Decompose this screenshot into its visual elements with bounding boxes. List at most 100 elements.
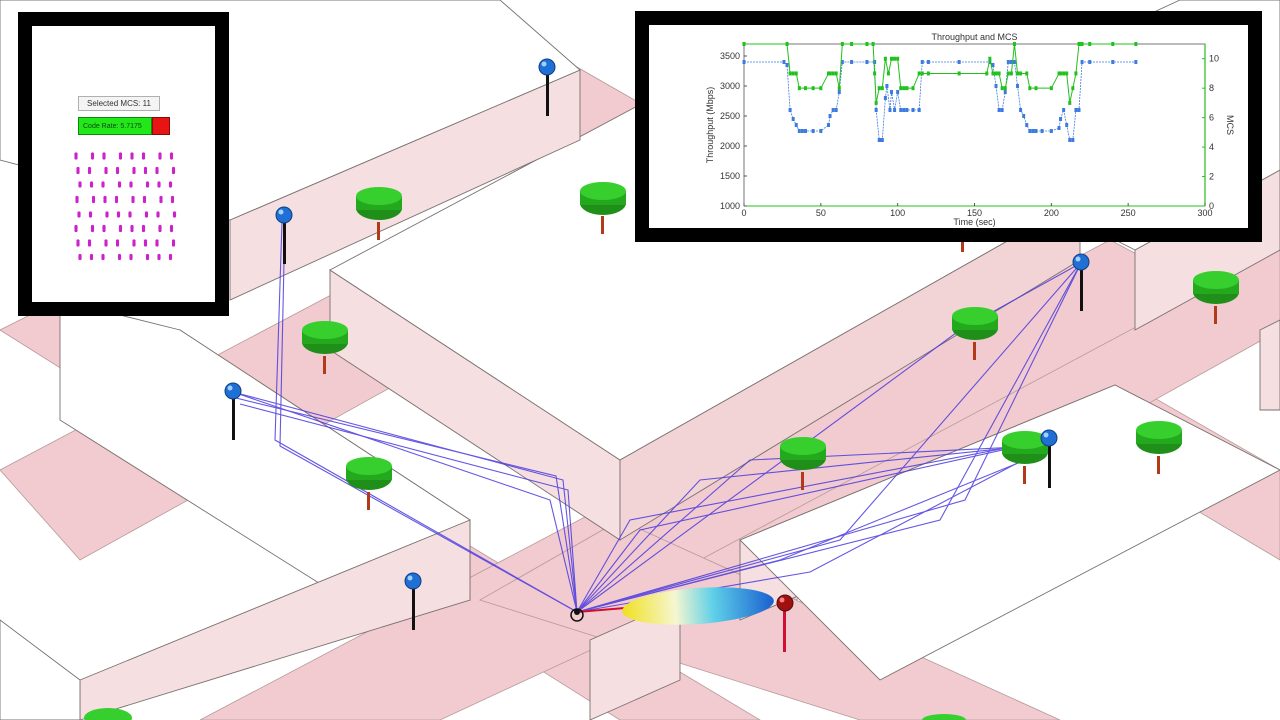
mcs-point bbox=[926, 71, 930, 76]
building-side bbox=[1259, 319, 1280, 411]
constellation-point bbox=[101, 183, 105, 187]
constellation-point bbox=[170, 198, 175, 203]
throughput-point bbox=[788, 108, 792, 112]
mcs-point bbox=[873, 71, 877, 76]
y2-tick-label: 6 bbox=[1209, 113, 1214, 123]
throughput-point bbox=[1025, 123, 1029, 127]
constellation-point bbox=[88, 213, 93, 217]
pin-blue bbox=[275, 206, 293, 264]
mcs-point bbox=[1059, 71, 1063, 76]
mcs-point bbox=[985, 71, 989, 76]
mcs-point bbox=[997, 71, 1001, 76]
constellation-point bbox=[90, 225, 95, 230]
y-tick-label: 2500 bbox=[720, 111, 740, 121]
y-tick-label: 3500 bbox=[720, 51, 740, 61]
constellation-point bbox=[131, 195, 135, 200]
mcs-point bbox=[988, 56, 992, 61]
throughput-point bbox=[1034, 129, 1038, 133]
tree bbox=[302, 321, 348, 374]
throughput-point bbox=[1071, 138, 1075, 142]
mcs-point bbox=[1057, 71, 1061, 76]
y-tick-label: 3000 bbox=[720, 81, 740, 91]
mcs-point bbox=[1003, 86, 1007, 91]
mcs-point bbox=[893, 56, 897, 61]
throughput-point bbox=[1031, 129, 1035, 133]
constellation-point bbox=[115, 243, 120, 247]
constellation-point bbox=[117, 255, 122, 260]
throughput-point bbox=[1134, 60, 1138, 64]
mcs-point bbox=[886, 71, 890, 76]
mcs-point bbox=[1062, 71, 1066, 76]
throughput-point bbox=[1003, 90, 1007, 94]
constellation-point bbox=[74, 156, 78, 160]
constellation-point bbox=[142, 195, 147, 200]
tree bbox=[1193, 271, 1239, 324]
constellation-point bbox=[171, 243, 176, 247]
mcs-point bbox=[1049, 86, 1053, 91]
constellation-point bbox=[118, 156, 123, 160]
mcs-point bbox=[874, 100, 878, 105]
x-tick-label: 50 bbox=[816, 208, 826, 218]
mcs-info-panel: Selected MCS: 11 Code Rate: 5.7175 bbox=[18, 12, 229, 316]
throughput-point bbox=[819, 129, 823, 133]
throughput-point bbox=[1080, 60, 1084, 64]
throughput-point bbox=[865, 60, 869, 64]
throughput-point bbox=[834, 108, 838, 112]
constellation-point bbox=[169, 153, 174, 157]
pin-blue bbox=[1040, 429, 1058, 488]
building-top bbox=[739, 384, 1280, 681]
throughput-point bbox=[811, 129, 815, 133]
constellation-point bbox=[168, 183, 173, 187]
code-rate-bar: Code Rate: 5.7175 bbox=[78, 117, 170, 135]
mcs-point bbox=[811, 86, 815, 91]
constellation-point bbox=[158, 225, 162, 230]
throughput-point bbox=[997, 108, 1001, 112]
pin-red-stem bbox=[783, 606, 786, 652]
pin-blue bbox=[404, 572, 422, 630]
mcs-point bbox=[1025, 71, 1029, 76]
constellation-point bbox=[141, 225, 146, 230]
constellation-point bbox=[130, 225, 134, 230]
constellation-point bbox=[130, 156, 134, 160]
throughput-point bbox=[877, 138, 881, 142]
throughput-point bbox=[828, 114, 832, 118]
constellation-point bbox=[130, 228, 134, 233]
throughput-point bbox=[1068, 138, 1072, 142]
constellation-point bbox=[159, 195, 163, 200]
mcs-point bbox=[837, 86, 841, 91]
mcs-point bbox=[1019, 71, 1023, 76]
receiver-pins bbox=[224, 58, 1090, 630]
constellation-point bbox=[76, 243, 80, 247]
tree bbox=[780, 437, 826, 490]
mcs-point bbox=[1088, 42, 1092, 46]
mcs-point bbox=[788, 71, 792, 76]
constellation-point bbox=[102, 228, 106, 233]
constellation-point bbox=[168, 255, 173, 260]
throughput-point bbox=[831, 108, 835, 112]
constellation-point bbox=[75, 195, 79, 200]
mcs-point bbox=[1016, 71, 1020, 76]
throughput-point bbox=[883, 96, 887, 100]
constellation-point bbox=[169, 225, 174, 230]
throughput-point bbox=[920, 60, 924, 64]
throughput-point bbox=[803, 129, 807, 133]
throughput-point bbox=[890, 90, 894, 94]
throughput-point bbox=[1062, 108, 1066, 112]
plot-area bbox=[743, 43, 1206, 207]
throughput-point bbox=[1088, 60, 1092, 64]
constellation-point bbox=[74, 153, 78, 157]
constellation-point bbox=[158, 156, 162, 160]
mcs-point bbox=[827, 71, 831, 76]
mcs-point bbox=[896, 56, 900, 61]
mcs-point bbox=[883, 56, 887, 61]
mcs-point bbox=[905, 86, 909, 91]
throughput-point bbox=[800, 129, 804, 133]
y2-tick-label: 10 bbox=[1209, 54, 1219, 64]
tree bbox=[580, 182, 626, 234]
y-tick-label: 1500 bbox=[720, 171, 740, 181]
throughput-point bbox=[911, 108, 915, 112]
constellation-point bbox=[118, 153, 123, 157]
x-tick-label: 100 bbox=[890, 208, 905, 218]
pin-blue bbox=[224, 382, 242, 440]
